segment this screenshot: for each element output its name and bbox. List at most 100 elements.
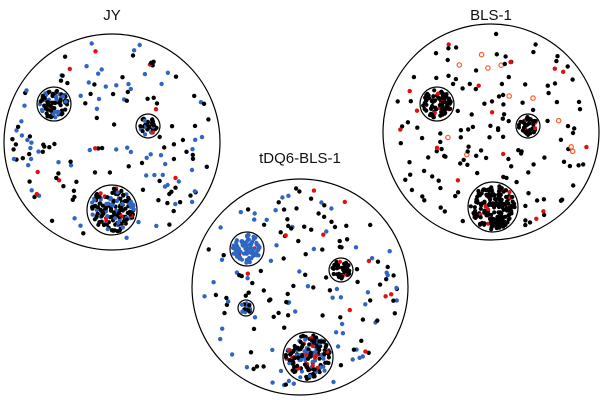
scattered-dot	[128, 149, 134, 155]
scattered-dot	[136, 219, 141, 225]
cluster-dot	[432, 88, 437, 93]
scattered-dot	[567, 163, 573, 169]
cluster-dot	[143, 132, 148, 137]
scattered-dot	[443, 154, 448, 159]
scattered-dot	[201, 101, 207, 107]
scattered-dot	[27, 151, 32, 157]
scattered-dot	[565, 64, 570, 69]
cell-label-tdq6-bls-1: tDQ6-BLS-1	[259, 150, 341, 167]
scattered-dot	[499, 81, 505, 87]
scattered-dot	[26, 163, 31, 168]
scattered-dot	[245, 276, 250, 281]
scattered-dot	[333, 330, 339, 335]
scattered-dot	[493, 31, 499, 37]
cluster-dot	[342, 261, 347, 266]
scattered-dot	[199, 134, 205, 140]
scattered-dot	[188, 193, 193, 198]
scattered-dot	[321, 214, 327, 219]
cluster-dot	[504, 194, 509, 200]
scattered-dot	[35, 169, 40, 175]
cluster-dot	[109, 202, 114, 207]
cluster-dot	[489, 185, 494, 190]
scattered-dot	[171, 142, 177, 147]
scattered-dot	[303, 272, 308, 277]
scattered-dot	[366, 350, 371, 355]
cluster-dot	[40, 93, 46, 98]
scattered-dot	[576, 99, 582, 105]
scattered-dot	[68, 163, 74, 168]
cluster-dot	[116, 220, 121, 225]
scattered-dot	[523, 82, 528, 87]
scattered-dot	[206, 117, 211, 122]
cluster-dot	[345, 265, 350, 270]
cluster-dot	[473, 215, 478, 220]
scattered-dots-jy	[10, 41, 211, 240]
scattered-dot	[60, 73, 65, 78]
cluster-dot	[131, 207, 136, 212]
scattered-dot	[252, 315, 258, 320]
cluster-dot	[292, 364, 297, 369]
scattered-dot	[545, 83, 550, 88]
scattered-dot	[392, 311, 397, 316]
scattered-dot	[584, 144, 589, 150]
cluster-dot	[533, 126, 538, 131]
cluster-dot	[322, 352, 327, 357]
scattered-dot	[363, 302, 368, 307]
scattered-dot	[436, 178, 441, 183]
cluster-dot	[297, 347, 302, 352]
scattered-dot	[506, 74, 511, 80]
cluster-dot	[150, 130, 155, 135]
scattered-dot	[167, 222, 172, 227]
scattered-dot	[474, 153, 479, 158]
scattered-dot	[576, 163, 581, 168]
scattered-dot	[514, 179, 519, 185]
cluster-dot	[121, 192, 126, 197]
scattered-dot	[68, 159, 73, 164]
cluster-dot	[309, 338, 314, 343]
scattered-dot	[202, 294, 207, 299]
cluster-dot	[235, 252, 240, 257]
cluster-dot	[123, 206, 128, 211]
cell-label-jy: JY	[103, 7, 121, 24]
cluster-dot	[109, 206, 114, 212]
scattered-dot	[478, 148, 484, 153]
scattered-dot	[160, 172, 165, 178]
cluster-dot	[308, 374, 313, 379]
scattered-dot	[391, 298, 396, 303]
cluster-dot	[478, 215, 483, 220]
scattered-dot	[445, 57, 450, 63]
scattered-dot	[92, 82, 97, 87]
scattered-dot	[360, 317, 366, 322]
scattered-dot	[531, 162, 536, 167]
cluster-dot	[44, 111, 49, 116]
cluster-dot	[248, 242, 253, 247]
scattered-dot	[173, 201, 178, 207]
scattered-dot	[245, 207, 251, 212]
scattered-dot	[303, 252, 308, 257]
scattered-dot	[14, 128, 19, 133]
scattered-dot	[316, 211, 321, 216]
scattered-dot	[224, 302, 230, 307]
scattered-dot	[250, 280, 255, 286]
cluster-dot	[108, 197, 113, 202]
cluster-dot	[301, 333, 306, 338]
scattered-dot	[453, 193, 458, 199]
scattered-dot	[483, 155, 489, 161]
scattered-dot	[311, 246, 317, 252]
scattered-dot	[13, 142, 19, 147]
scattered-dot	[506, 156, 511, 162]
cluster-dot	[437, 103, 442, 108]
scattered-dot	[281, 256, 286, 261]
cluster-dot	[447, 98, 452, 103]
cluster-dot	[500, 222, 505, 227]
cluster-dot	[422, 100, 427, 106]
cluster-dot	[124, 217, 129, 222]
cluster-dot	[115, 198, 120, 204]
cluster-dot	[60, 94, 66, 99]
cluster-dot	[502, 219, 507, 225]
cluster-dot	[440, 100, 445, 105]
scattered-dot	[504, 175, 509, 181]
scattered-dot	[245, 271, 250, 276]
scattered-dot	[285, 313, 291, 318]
cluster-dot	[522, 121, 527, 126]
